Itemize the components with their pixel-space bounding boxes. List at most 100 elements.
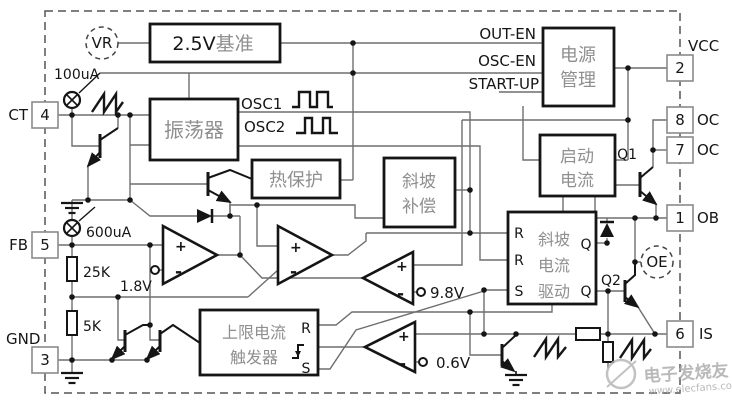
resistor-25k-label: 25K [83, 265, 111, 281]
q1-label: Q1 [617, 147, 637, 163]
block-slope-label-2: 补偿 [402, 197, 436, 217]
function-blocks [148, 22, 617, 377]
diodes [197, 209, 614, 237]
sawtooth-ct-icon [91, 90, 124, 116]
junction-dots [69, 40, 659, 363]
block-power-mgmt [541, 26, 616, 108]
latch-s-label: S [515, 284, 524, 300]
vref-9v8-label: 9.8V [430, 284, 465, 302]
uvlo-comparator-minus: - [397, 284, 404, 304]
block-reference-label: 2.5V基准 [172, 33, 253, 55]
pin-box-oc8 [666, 106, 694, 134]
error-amp-minus: - [175, 262, 182, 282]
block-drive-latch [506, 210, 598, 306]
resistor-5k [66, 310, 78, 336]
oe-circle [640, 245, 674, 279]
pin-box-ob-oc7 [666, 136, 694, 164]
error-amp-plus: + [175, 239, 187, 255]
resistor-5k-label: 5K [83, 319, 102, 335]
ground-symbols [61, 201, 527, 387]
vr-label: VR [92, 34, 113, 52]
start-up-label: START-UP [469, 75, 539, 93]
watermark-url: www.elecfans.com [648, 380, 732, 397]
latch-q-bottom-label: Q [580, 284, 591, 300]
block-thermal [250, 158, 342, 200]
cs-comparator-plus: + [398, 329, 410, 345]
block-trigger-label-1: 上限电流 [222, 323, 286, 342]
ic-boundary [44, 10, 681, 394]
block-drive-label-2: 电流 [538, 256, 570, 275]
cs-comparator-icon [362, 319, 417, 375]
block-oscillator [148, 97, 240, 162]
q2-label: Q2 [601, 273, 621, 289]
block-slope-comp [382, 156, 457, 229]
block-drive-label-3: 驱动 [538, 282, 570, 301]
trigger-r-label: R [301, 321, 311, 337]
trigger-s-label: S [302, 361, 311, 377]
terminal-1v8-icon [150, 265, 160, 275]
amplifiers [161, 223, 417, 375]
watermark: 电子发烧友 www.elecfans.com [605, 358, 732, 397]
oe-label: OE [646, 253, 667, 271]
ground-pin3-icon [61, 371, 83, 385]
pin-fb-number: 5 [40, 236, 50, 254]
cs-comparator-minus: - [399, 354, 406, 374]
block-power-label-1: 电源 [560, 45, 596, 66]
resistor-is-vertical [602, 341, 614, 363]
current-sources [62, 72, 101, 238]
pin-is-number: 6 [675, 325, 685, 343]
pin-oc7-label: OC [697, 141, 719, 159]
diode-comp-icon [197, 209, 212, 223]
reference-terminals [150, 265, 428, 367]
osc2-label: OSC2 [244, 118, 285, 136]
block-oc-trigger [198, 308, 320, 377]
block-power-label-2: 管理 [560, 70, 596, 91]
pin-vcc-number: 2 [675, 59, 685, 77]
vr-circle [85, 26, 119, 60]
waveforms [91, 90, 652, 362]
block-thermal-label: 热保护 [269, 170, 323, 191]
pin-vcc-label: VCC [688, 37, 719, 55]
latch-q-top-label: Q [580, 237, 591, 253]
pin-boxes [31, 54, 694, 374]
latch-r2-label: R [514, 253, 524, 269]
block-trigger-label-2: 触发器 [230, 348, 278, 367]
error-amp-icon [161, 223, 220, 287]
block-reference [148, 22, 282, 64]
resistor-is-horizontal [575, 327, 601, 341]
terminal-9v8-icon [416, 287, 426, 297]
block-startup-label-1: 启动 [560, 147, 594, 167]
pin-box-ob [666, 204, 694, 232]
resistors [66, 256, 614, 363]
terminal-0v6-icon [418, 357, 428, 367]
pin-fb-label: FB [9, 236, 28, 254]
pin-oc8-number: 8 [675, 111, 685, 129]
transistors [86, 127, 658, 373]
current-600ua-label: 600uA [86, 225, 132, 241]
pin-gnd-number: 3 [40, 351, 50, 369]
ground-mirror-icon [61, 201, 83, 215]
pin-ob-label: OB [697, 209, 719, 227]
pin-box-ct [31, 101, 59, 129]
pin-ob-number: 1 [675, 209, 685, 227]
pin-oc7-number: 7 [675, 141, 685, 159]
watermark-logo-icon [605, 358, 637, 390]
vref-0v6-label: 0.6V [436, 354, 471, 372]
uvlo-comparator-icon [360, 249, 415, 307]
hysteresis-icon [292, 344, 304, 359]
osc1-label: OSC1 [241, 95, 282, 113]
pin-box-vcc [666, 54, 694, 82]
pin-is-label: IS [699, 325, 713, 343]
pin-oc8-label: OC [697, 111, 719, 129]
pin-box-gnd [31, 346, 59, 374]
block-slope-label-1: 斜坡 [402, 172, 436, 192]
ground-cs-icon [505, 371, 527, 387]
block-drive-label-1: 斜坡 [538, 230, 570, 249]
sawtooth-is-left-icon [533, 335, 567, 361]
comp-amp-icon [276, 223, 335, 287]
out-en-label: OUT-EN [479, 25, 536, 43]
square-wave-osc1-icon [292, 90, 333, 109]
pin-ct-number: 4 [40, 106, 50, 124]
